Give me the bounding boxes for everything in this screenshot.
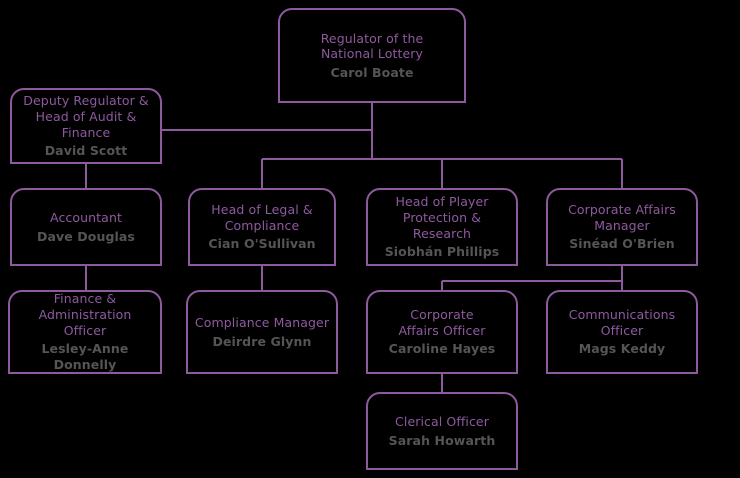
node-title: Accountant <box>50 209 122 225</box>
node-title: Head of Legal & Compliance <box>211 202 313 233</box>
node-communications-officer[interactable]: Communications Officer Mags Keddy <box>546 290 698 374</box>
node-name: Mags Keddy <box>578 341 666 357</box>
node-title: Finance & Administration Officer <box>38 291 132 338</box>
node-name: Sinéad O'Brien <box>569 236 675 252</box>
node-clerical-officer[interactable]: Clerical Officer Sarah Howarth <box>366 392 518 470</box>
node-title: Deputy Regulator & Head of Audit & Finan… <box>23 93 149 140</box>
node-name: Carol Boate <box>330 64 414 80</box>
node-head-player-protection[interactable]: Head of Player Protection & Research Sio… <box>366 188 518 266</box>
node-deputy-regulator[interactable]: Deputy Regulator & Head of Audit & Finan… <box>10 88 162 164</box>
node-corporate-affairs-manager[interactable]: Corporate Affairs Manager Sinéad O'Brien <box>546 188 698 266</box>
node-finance-admin-officer[interactable]: Finance & Administration Officer Lesley-… <box>8 290 162 374</box>
node-accountant[interactable]: Accountant Dave Douglas <box>10 188 162 266</box>
node-title: Communications Officer <box>568 307 676 338</box>
node-regulator[interactable]: Regulator of the National Lottery Carol … <box>278 8 466 103</box>
node-title: Compliance Manager <box>194 314 330 330</box>
node-name: Sarah Howarth <box>388 432 496 448</box>
node-head-legal-compliance[interactable]: Head of Legal & Compliance Cian O'Sulliv… <box>188 188 336 266</box>
node-name: Dave Douglas <box>37 228 135 244</box>
node-name: Lesley-Anne Donnelly <box>41 341 129 372</box>
node-title: Head of Player Protection & Research <box>395 194 489 241</box>
node-name: David Scott <box>44 143 128 159</box>
node-compliance-manager[interactable]: Compliance Manager Deirdre Glynn <box>186 290 338 374</box>
node-name: Siobhán Phillips <box>384 244 500 260</box>
node-name: Caroline Hayes <box>388 341 496 357</box>
node-title: Corporate Affairs Manager <box>568 202 676 233</box>
node-corporate-affairs-officer[interactable]: Corporate Affairs Officer Caroline Hayes <box>366 290 518 374</box>
node-title: Corporate Affairs Officer <box>398 307 486 338</box>
node-name: Cian O'Sullivan <box>208 236 316 252</box>
node-title: Clerical Officer <box>395 413 489 429</box>
node-name: Deirdre Glynn <box>212 333 312 349</box>
node-title: Regulator of the National Lottery <box>320 30 424 62</box>
